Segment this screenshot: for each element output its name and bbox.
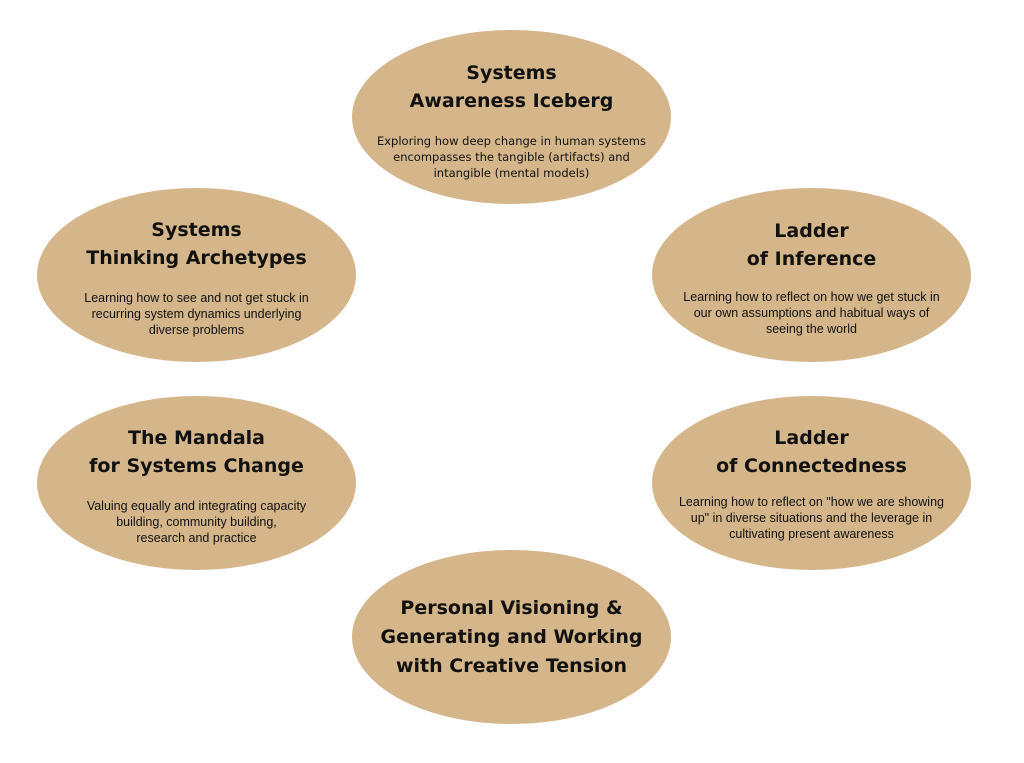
node-personal-visioning: Personal Visioning & Generating and Work… [352,550,671,724]
node-description: Exploring how deep change in human syste… [376,134,646,180]
node-description: Learning how to reflect on how we get st… [683,290,940,336]
node-ladder-of-inference: Ladder of Inference Learning how to refl… [652,188,971,362]
node-description: Learning how to reflect on "how we are s… [678,495,944,541]
node-title: Ladder of Inference [746,220,877,270]
node-description: Valuing equally and integrating capacity… [86,499,307,545]
node-ladder-of-connectedness: Ladder of Connectedness Learning how to … [652,396,971,570]
node-systems-thinking-archetypes: Systems Thinking Archetypes Learning how… [37,188,356,362]
node-description: Learning how to see and not get stuck in… [84,291,309,337]
node-title: The Mandala for Systems Change [89,427,304,477]
node-title: Systems Awareness Iceberg [409,62,614,112]
node-title: Personal Visioning & Generating and Work… [380,596,643,677]
node-mandala-for-systems-change: The Mandala for Systems Change Valuing e… [37,396,356,570]
node-systems-awareness-iceberg: Systems Awareness Iceberg Exploring how … [352,30,671,204]
node-title: Systems Thinking Archetypes [86,219,307,269]
node-title: Ladder of Connectedness [716,427,907,477]
